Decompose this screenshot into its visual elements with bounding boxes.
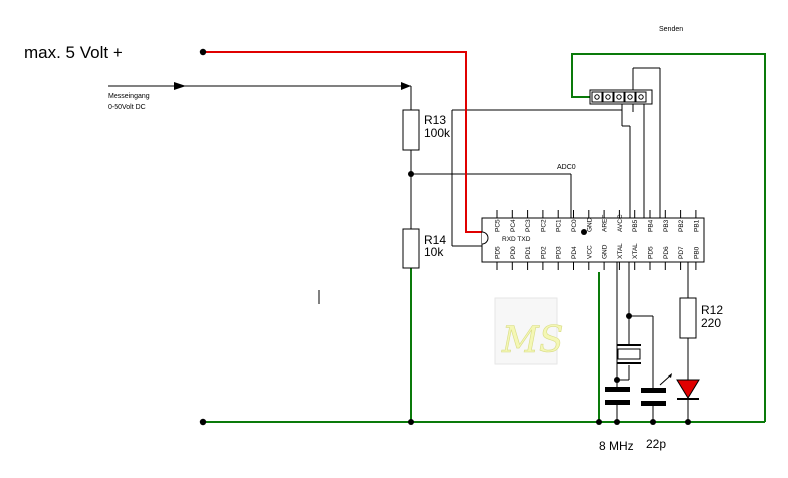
header-pin-1: [591, 91, 603, 103]
ic-bottom-pin-label-9: XTAL: [617, 243, 624, 259]
r14-name-label: R14: [424, 233, 446, 247]
ic-top-pin-label-8: AREF: [602, 215, 609, 232]
header-pin-2: [602, 91, 614, 103]
header-hole-1: [594, 94, 600, 100]
c2-plate-bottom: [641, 401, 666, 406]
ic-top-pin-label-7: GND: [586, 217, 593, 232]
ground-terminal-dot: [199, 418, 207, 426]
ic-top-pin-label-14: PB1: [693, 219, 700, 232]
crystal-label: 8 MHz: [599, 439, 634, 453]
ic-top-pin-label-5: PC1: [556, 219, 563, 232]
ic-top-pin-label-2: PC4: [510, 219, 517, 232]
supply-label: max. 5 Volt +: [24, 43, 123, 62]
microcontroller-ic: [481, 210, 705, 270]
watermark-logo: MS: [494, 297, 564, 365]
input-range-label: 0-50Volt DC: [108, 104, 146, 111]
r14-value-label: 10k: [424, 245, 444, 259]
ic-pin-lines: [496, 210, 697, 270]
signal-wires: [108, 67, 689, 422]
adc-junction-dot: [408, 171, 414, 177]
ic-bottom-pin-label-6: PD4: [571, 246, 578, 259]
ic-bottom-pin-label-14: PB0: [693, 246, 700, 259]
header-hole-4: [627, 94, 633, 100]
resistor-r12: [679, 297, 697, 339]
ic-body: [481, 217, 705, 263]
ic-top-pin-label-11: PB4: [648, 219, 655, 232]
led-ground-dot: [685, 419, 691, 425]
ic-notch: [481, 231, 489, 245]
cap2-ground-dot: [650, 419, 656, 425]
ic-top-pin-label-12: PB3: [663, 219, 670, 232]
crystal-body: [617, 348, 641, 360]
input-arrow-icon: [174, 82, 186, 90]
ic-ground-dot: [596, 419, 602, 425]
vcc-junction-dot: [581, 229, 587, 235]
r12-name-label: R12: [701, 303, 723, 317]
r13-value-label: 100k: [424, 126, 451, 140]
rxd-txd-label: RXD TXD: [502, 236, 531, 243]
capacitor-c1: [605, 387, 630, 405]
r13-name-label: R13: [424, 113, 446, 127]
led-emission-arrow: [659, 375, 671, 386]
crystal-8mhz: [617, 344, 641, 364]
watermark-text: MS: [501, 320, 564, 361]
header-hole-5: [638, 94, 644, 100]
ic-top-pin-label-3: PC3: [525, 219, 532, 232]
ic-top-pin-label-6: PC0: [571, 219, 578, 232]
send-label: Senden: [659, 26, 683, 33]
led-arrowhead-icon: [668, 373, 672, 378]
ic-bottom-pin-label-1: PD5: [495, 246, 502, 259]
led-triangle-icon: [676, 379, 700, 399]
caps-label: 22p: [646, 437, 666, 451]
cap1-junction-dot: [614, 377, 620, 383]
header-pin-3: [613, 91, 625, 103]
ic-bottom-pin-label-2: PD0: [510, 246, 517, 259]
junction-dots: [199, 48, 691, 426]
ic-top-pin-label-1: PC5: [495, 219, 502, 232]
send-header-connector: [589, 89, 653, 105]
ic-bottom-pin-label-10: XTAL: [632, 243, 639, 259]
ic-top-pin-label-9: AVCC: [617, 214, 624, 232]
header-pin-5: [635, 91, 647, 103]
resistor-r13: [402, 109, 420, 151]
vcc-wire: [203, 51, 599, 233]
r13-arrow-icon: [401, 82, 411, 90]
ic-top-pin-label-13: PB2: [678, 219, 685, 232]
ic-bottom-pin-label-5: PD3: [556, 246, 563, 259]
ic-bottom-pin-label-7: VCC: [586, 245, 593, 259]
cap1-ground-dot: [614, 419, 620, 425]
r12-value-label: 220: [701, 316, 721, 330]
r14-ground-dot: [408, 419, 414, 425]
capacitor-c2: [641, 388, 666, 406]
supply-terminal-dot: [199, 48, 207, 56]
c1-plate-top: [605, 387, 630, 392]
ic-bottom-pin-label-12: PD6: [663, 246, 670, 259]
resistor-r14: [402, 228, 420, 269]
adc-label: ADC0: [557, 164, 576, 171]
ic-bottom-pin-label-11: PD5: [648, 246, 655, 259]
header-pin-4: [624, 91, 636, 103]
c2-plate-top: [641, 388, 666, 393]
ic-top-pin-label-4: PC2: [540, 219, 547, 232]
c1-plate-bottom: [605, 400, 630, 405]
ic-top-pin-label-10: PB5: [632, 219, 639, 232]
header-hole-2: [605, 94, 611, 100]
ic-bottom-pin-label-4: PD2: [540, 246, 547, 259]
ground-wires: [203, 53, 766, 423]
xtal-junction-dot: [626, 313, 632, 319]
input-title-label: Messeingang: [108, 93, 150, 100]
header-hole-3: [616, 94, 622, 100]
send-ground-loop: [571, 53, 766, 422]
ic-bottom-pin-label-3: PD1: [525, 246, 532, 259]
ic-bottom-pin-label-8: GND: [602, 244, 609, 259]
ic-bottom-pin-label-13: PD7: [678, 246, 685, 259]
led-indicator: [659, 373, 700, 400]
